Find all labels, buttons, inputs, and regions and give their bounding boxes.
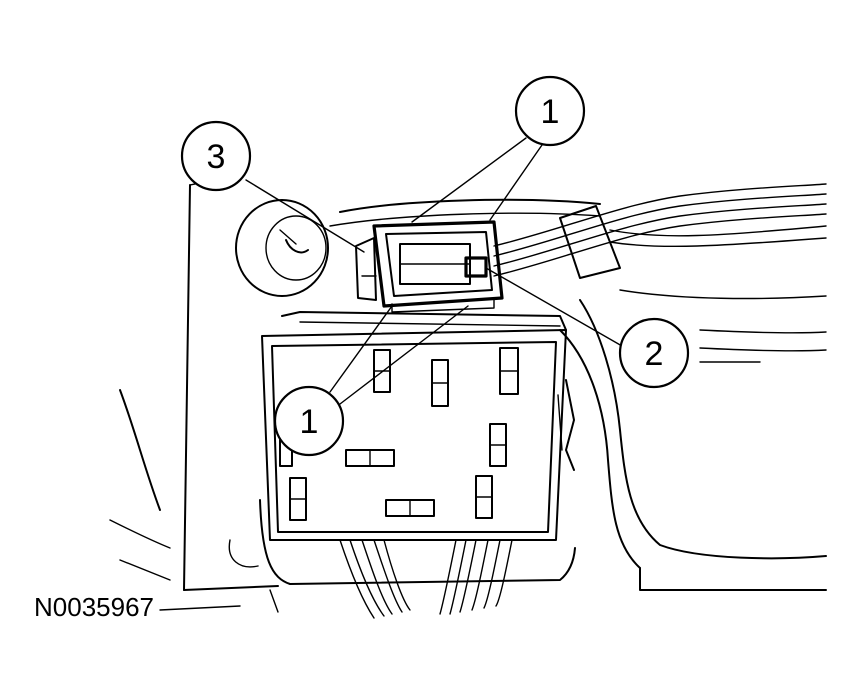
leader-lines: [245, 137, 623, 405]
callout-2: 2: [618, 317, 690, 389]
callout-3: 3: [180, 120, 252, 192]
callout-1-bottom-label: 1: [300, 403, 319, 441]
wire-harness: [339, 183, 827, 619]
callout-1-bottom: 1: [273, 385, 345, 457]
figure-id: N0035967: [34, 592, 154, 622]
callout-2-label: 2: [645, 335, 664, 373]
callout-1-top-label: 1: [541, 93, 560, 131]
callout-1-top: 1: [514, 75, 586, 147]
callout-3-label: 3: [207, 138, 226, 176]
module-box: [261, 311, 567, 541]
electrical-connector: [355, 220, 504, 313]
vehicle-panel: [109, 175, 827, 613]
